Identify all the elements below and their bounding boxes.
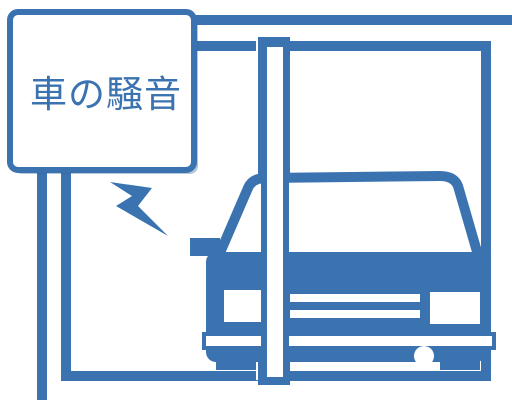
car-icon [190,170,496,370]
lightning-icon [110,182,168,236]
speech-bubble-icon [7,9,197,173]
